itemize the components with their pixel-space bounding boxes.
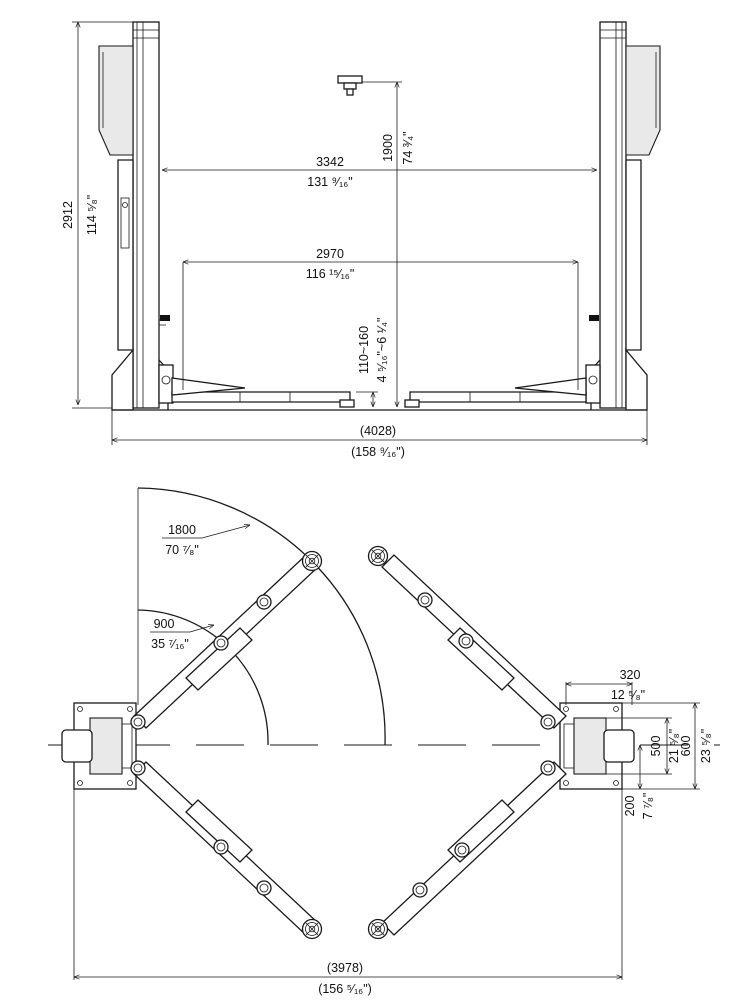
min-height-mm: 110~160: [357, 326, 371, 374]
top-overall-width-mm: (3978): [327, 961, 363, 975]
total-height-in: 114 ⁵⁄₈": [85, 195, 99, 235]
left-lifting-arm: [171, 377, 355, 408]
overall-width-in: (158 ⁹⁄₁₆"): [351, 445, 405, 459]
left-lower-arm: [130, 760, 323, 940]
base-depth-mm: 320: [620, 668, 641, 682]
left-base: [61, 702, 137, 790]
long-reach-mm: 1800: [168, 523, 196, 537]
base-length-in: 23 ⁵⁄₈": [699, 729, 713, 763]
offset-in: 7 ⁷⁄₈": [641, 793, 655, 820]
left-upper-arm: [130, 550, 323, 730]
short-reach-mm: 900: [154, 617, 175, 631]
column-width-in: 131 ⁹⁄₁₆": [307, 175, 352, 189]
overall-width-mm: (4028): [360, 424, 396, 438]
base-depth-in: 12 ⁵⁄₈": [611, 688, 645, 702]
right-column: [585, 21, 661, 411]
column-depth-in: 21 ⁵⁄₈": [667, 729, 681, 763]
drive-through-mm: 2970: [316, 247, 344, 261]
right-lower-arm: [367, 760, 567, 940]
drive-through-in: 116 ¹⁵⁄₁₆": [306, 267, 355, 281]
lifted-pad: [337, 75, 363, 96]
right-upper-arm: [367, 545, 567, 730]
long-reach-in: 70 ⁷⁄₈": [165, 543, 199, 557]
lift-height-mm: 1900: [381, 134, 395, 162]
left-column: [98, 21, 174, 411]
lift-height-in: 74 ³⁄₄": [401, 131, 415, 164]
right-base: [559, 702, 635, 790]
top-overall-width-in: (156 ⁵⁄₁₆"): [318, 982, 372, 996]
min-height-in: 4 ⁵⁄₁₆"~6 ¹⁄₄": [375, 318, 389, 383]
column-depth-mm: 500: [649, 736, 663, 757]
offset-mm: 200: [623, 796, 637, 817]
base-length-mm: 600: [679, 736, 693, 757]
top-view: 1800 70 ⁷⁄₈" 900 35 ⁷⁄₁₆" 320 12 ⁵⁄₈" 50…: [48, 487, 720, 996]
short-reach-in: 35 ⁷⁄₁₆": [151, 637, 189, 651]
front-view: 2912 114 ⁵⁄₈" 1900 74 ³⁄₄" 3342 131 ⁹⁄₁₆…: [61, 21, 661, 459]
total-height-mm: 2912: [61, 201, 75, 229]
column-width-mm: 3342: [316, 155, 344, 169]
right-lifting-arm: [404, 377, 587, 408]
